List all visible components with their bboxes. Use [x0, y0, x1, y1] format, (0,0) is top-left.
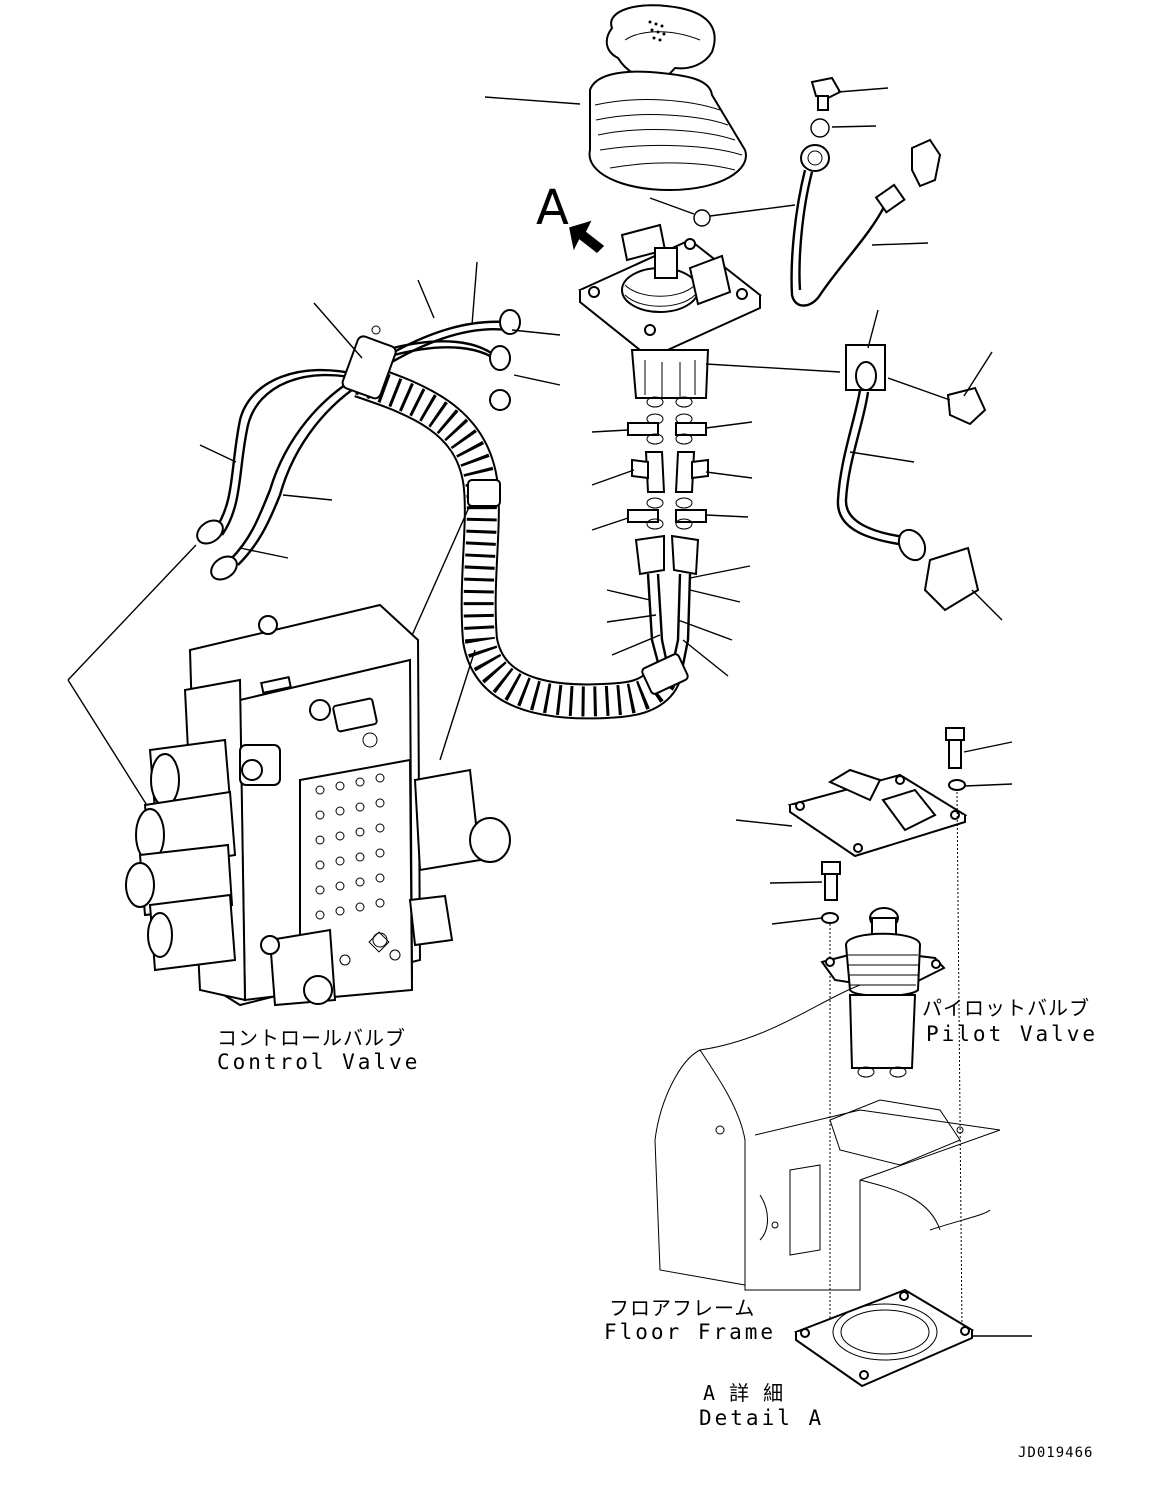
- leader-plug-b: [887, 377, 951, 401]
- pilot-valve-en-label: Pilot Valve: [926, 1022, 1099, 1046]
- pilot-valve-assembly: [578, 223, 762, 408]
- leader-oring-right-2: [705, 514, 749, 518]
- leader-hose-h: [417, 279, 435, 319]
- top-right-fittings: [790, 76, 942, 307]
- detail-bottom-plate: [793, 1288, 975, 1388]
- leader-boot: [484, 96, 581, 105]
- boot-dots: [648, 20, 666, 42]
- leader-hose-g: [682, 639, 729, 677]
- detail-bracket-plate: [787, 768, 968, 858]
- lever-boot: [588, 4, 747, 192]
- leader-oring-2b: [709, 204, 796, 217]
- leader-oring-left-1: [591, 429, 629, 433]
- leader-hose-m: [282, 494, 333, 501]
- fittings-stack: [627, 413, 709, 576]
- view-callout-label: A: [536, 180, 569, 236]
- leader-oring-2: [649, 197, 695, 215]
- leader-clamp: [313, 302, 363, 359]
- leader-oring-left-2: [591, 517, 629, 531]
- detail-pilot-valve: [820, 907, 946, 1078]
- leader-hose-e: [611, 634, 661, 656]
- leader-hose-i: [471, 261, 478, 326]
- leader-bolt-1: [963, 741, 1013, 753]
- pilot-valve-jp-label: パイロットバルブ: [922, 996, 1090, 1020]
- leader-hose-d: [606, 614, 657, 623]
- dash-line-2: [956, 791, 963, 1331]
- detail-en-label: Detail A: [699, 1406, 825, 1430]
- leader-fitting-1: [837, 87, 889, 93]
- leader-hose-c: [606, 589, 651, 601]
- conn-line-2: [67, 679, 161, 827]
- view-arrow-icon: [569, 220, 605, 253]
- leader-hose-f: [677, 619, 733, 641]
- leader-hose-top: [871, 242, 929, 246]
- valve-ports: [315, 732, 401, 966]
- detail-jp-label: A 詳 細: [703, 1381, 785, 1405]
- leader-oring-right-1: [705, 421, 753, 429]
- drawing-code: JD019466: [1018, 1445, 1094, 1461]
- right-bracket-hose: [836, 344, 987, 612]
- leader-fitting-right: [705, 471, 753, 479]
- leader-hose-right: [849, 451, 915, 463]
- leader-washer-1: [964, 783, 1013, 787]
- leader-connector: [971, 589, 1003, 621]
- leader-bracket: [705, 363, 841, 373]
- control-valve-block: [125, 603, 511, 1007]
- leader-hose-a: [689, 565, 751, 579]
- floor-frame-outline: [654, 984, 1001, 1291]
- leader-bolt-2: [769, 881, 823, 884]
- conn-line-1: [67, 544, 197, 681]
- leader-hose-n: [239, 547, 289, 559]
- leader-oring-1: [831, 125, 877, 128]
- conn-line-3: [409, 504, 471, 641]
- control-valve-en-label: Control Valve: [217, 1050, 421, 1074]
- leader-bracket-top: [867, 309, 879, 349]
- wrapped-hose-bundle: [354, 362, 689, 720]
- conn-line-4: [439, 649, 476, 761]
- leader-hose-k: [513, 374, 561, 386]
- floor-frame-en-label: Floor Frame: [604, 1320, 777, 1344]
- leader-hose-l: [199, 444, 237, 463]
- leader-plate: [735, 819, 793, 827]
- leader-hose-j: [511, 329, 561, 336]
- leader-fitting-left: [591, 469, 635, 486]
- leader-plug: [963, 351, 993, 397]
- leader-hose-b: [689, 589, 741, 603]
- leader-washer-2: [771, 917, 823, 925]
- oring-2: [693, 209, 711, 227]
- floor-frame-jp-label: フロアフレーム: [609, 1296, 756, 1320]
- control-valve-jp-label: コントロールバルブ: [217, 1026, 406, 1050]
